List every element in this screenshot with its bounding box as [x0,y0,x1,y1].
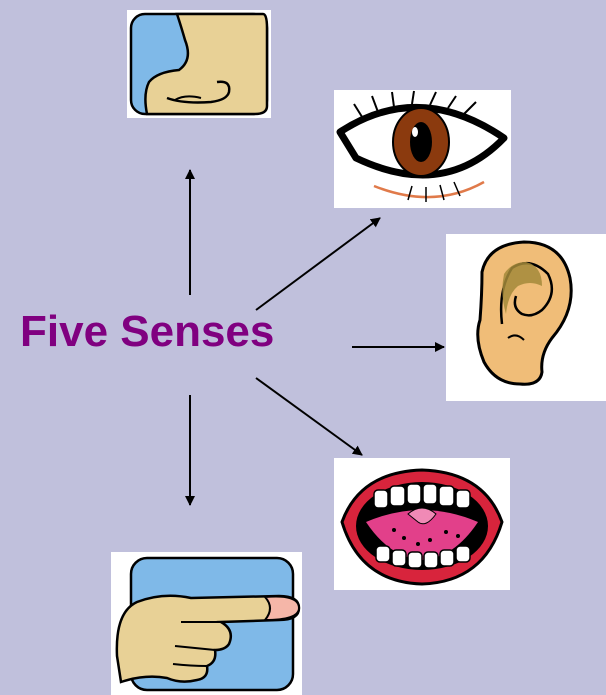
hand-card [111,552,302,695]
hand-icon [111,552,302,695]
center-label: Five Senses [20,310,274,354]
nose-card [127,10,271,118]
arrow-to-eye [256,218,380,310]
eye-icon [334,90,511,208]
mouth-card [334,458,510,590]
nose-icon [127,10,271,118]
ear-card [446,234,606,401]
arrow-to-mouth [256,378,362,455]
ear-icon [446,234,606,401]
mouth-icon [334,458,510,590]
eye-card [334,90,511,208]
